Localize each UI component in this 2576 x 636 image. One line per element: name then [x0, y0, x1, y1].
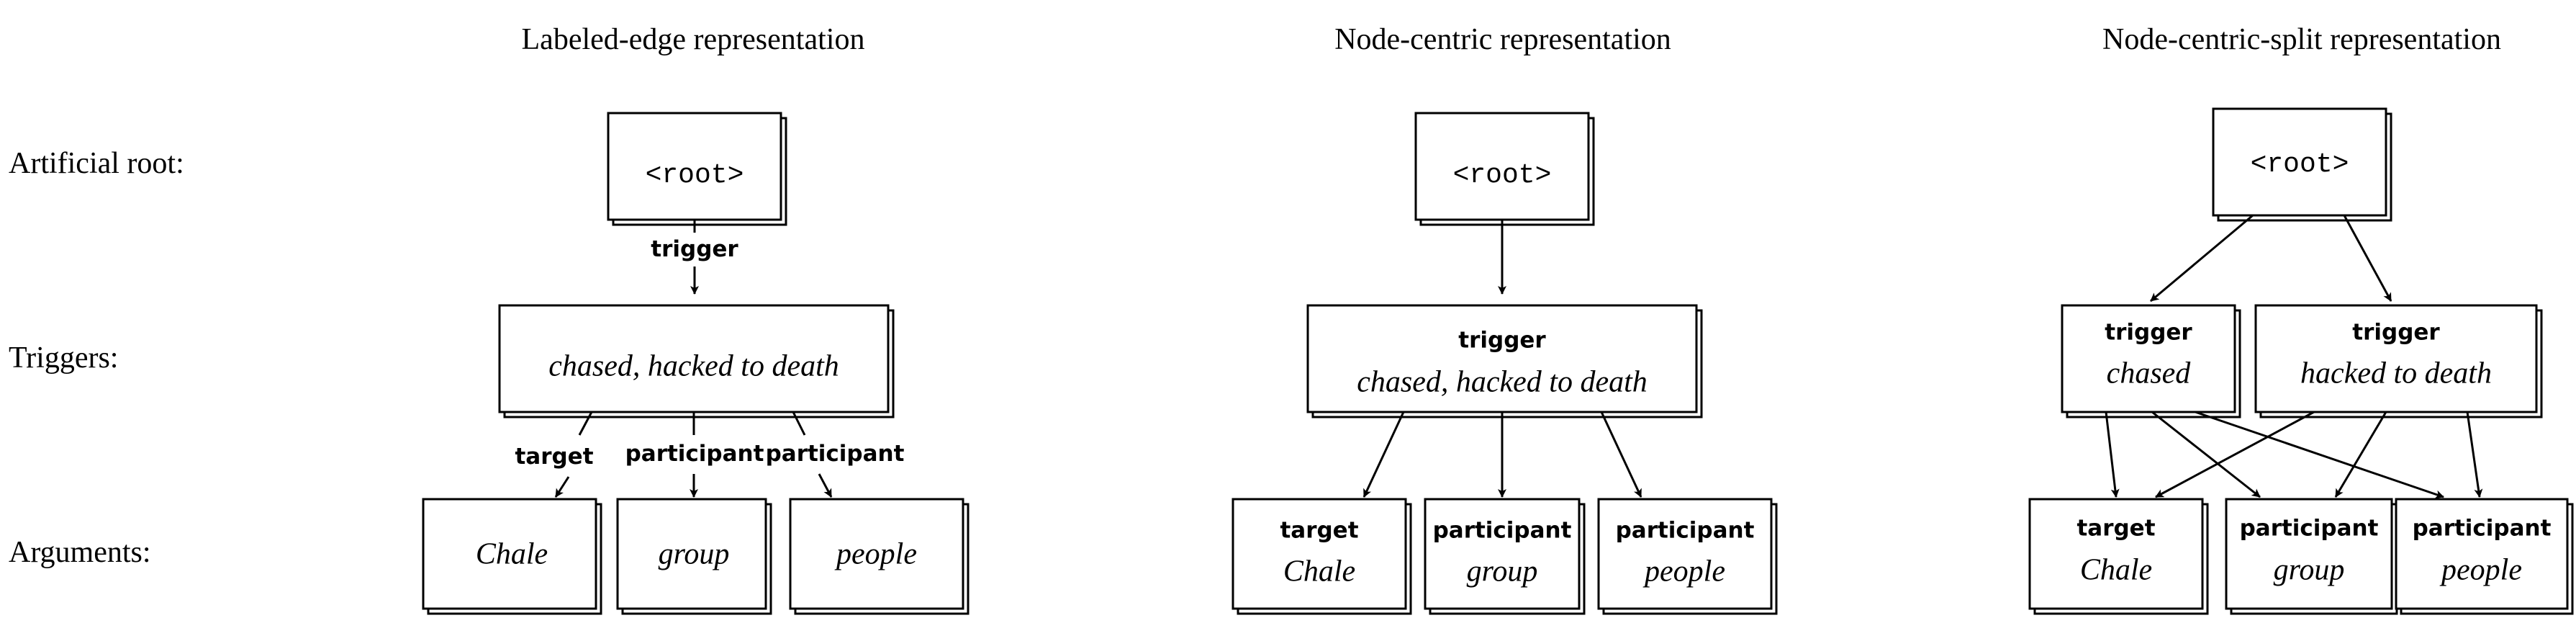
ncs-argument-node-people: participant people — [2395, 498, 2574, 615]
row-label-triggers: Triggers: — [9, 341, 118, 375]
le-root-text: <root> — [646, 160, 744, 191]
le-argument-node-people: people — [789, 498, 970, 615]
ncs-argument-label-participant-1: participant — [2240, 516, 2379, 542]
ncs-edge-root-trigger-hacked — [2343, 215, 2392, 302]
nc-argument-label-target: target — [1280, 518, 1358, 544]
ncs-edge-root-trigger-chased — [2150, 214, 2254, 303]
row-label-root: Artificial root: — [9, 147, 184, 180]
ncs-trigger-label-1: trigger — [2105, 320, 2192, 346]
le-argument-text-chale: Chale — [476, 538, 548, 571]
ncs-argument-label-participant-2: participant — [2413, 516, 2552, 542]
ncs-root-text: <root> — [2251, 149, 2349, 180]
le-edge-target-bottom — [554, 476, 570, 498]
le-argument-node-chale: Chale — [422, 498, 602, 615]
ncs-argument-text-people: people — [2439, 554, 2522, 587]
ncs-trigger-node-chased: trigger chased — [2061, 304, 2241, 418]
ncs-edge-chased-participant2 — [2195, 411, 2444, 499]
nc-edge-trigger-target — [1362, 411, 1405, 498]
ncs-argument-text-chale: Chale — [2080, 554, 2152, 587]
nc-argument-text-group: group — [1467, 555, 1538, 588]
le-trigger-node: chased, hacked to death — [498, 304, 895, 418]
nc-argument-label-participant-1: participant — [1433, 518, 1572, 544]
nc-argument-node-group: participant group — [1424, 498, 1586, 615]
ncs-argument-text-group: group — [2274, 554, 2345, 587]
row-label-arguments: Arguments: — [9, 536, 151, 569]
panel-labeled-edge: <root> trigger chased, hacked to death t… — [422, 112, 970, 615]
ncs-root-node: <root> — [2212, 107, 2392, 222]
title-labeled-edge: Labeled-edge representation — [522, 23, 865, 56]
le-edge-label-participant-2: participant — [766, 441, 905, 467]
le-edge-participant2-top — [792, 411, 806, 436]
le-edge-label-trigger: trigger — [651, 236, 738, 262]
ncs-edge-chased-target — [2105, 411, 2120, 498]
ncs-argument-node-chale: target Chale — [2028, 498, 2209, 615]
ncs-trigger-text-hacked: hacked to death — [2300, 357, 2492, 390]
nc-edge-trigger-participant2 — [1600, 411, 1642, 498]
ncs-trigger-text-chased: chased — [2107, 357, 2192, 390]
le-argument-text-group: group — [659, 538, 730, 571]
ncs-edge-hacked-participant2 — [2466, 411, 2483, 498]
le-edge-target-top — [578, 411, 593, 436]
title-node-centric-split: Node-centric-split representation — [2102, 23, 2501, 56]
nc-argument-node-people: participant people — [1597, 498, 1778, 615]
le-edge-participant2-bottom — [818, 473, 833, 498]
nc-argument-node-chale: target Chale — [1231, 498, 1412, 615]
nc-trigger-node: trigger chased, hacked to death — [1306, 304, 1703, 418]
ncs-trigger-node-hacked: trigger hacked to death — [2254, 304, 2543, 418]
nc-argument-text-chale: Chale — [1283, 555, 1355, 588]
ncs-edge-hacked-participant1 — [2334, 411, 2387, 498]
panel-node-centric: <root> trigger chased, hacked to death t… — [1231, 112, 1778, 615]
le-edge-label-target: target — [515, 444, 593, 470]
nc-argument-label-participant-2: participant — [1616, 518, 1755, 544]
ncs-argument-label-target: target — [2076, 516, 2155, 542]
le-argument-node-group: group — [616, 498, 772, 615]
title-node-centric: Node-centric representation — [1334, 23, 1671, 56]
ncs-edge-hacked-target — [2155, 411, 2315, 498]
nc-argument-text-people: people — [1642, 555, 1725, 588]
le-root-node: <root> — [607, 112, 787, 226]
panel-node-centric-split: <root> trigger chased trigger hacked to … — [2028, 107, 2574, 615]
ncs-edge-chased-participant1 — [2151, 411, 2261, 498]
le-trigger-text: chased, hacked to death — [548, 350, 839, 383]
nc-root-node: <root> — [1414, 112, 1595, 226]
nc-trigger-text: chased, hacked to death — [1357, 366, 1648, 399]
nc-root-text: <root> — [1453, 160, 1552, 191]
le-edge-label-participant-1: participant — [625, 441, 764, 467]
le-argument-text-people: people — [834, 538, 917, 571]
ncs-trigger-label-2: trigger — [2352, 320, 2440, 346]
nc-trigger-label: trigger — [1458, 328, 1546, 354]
ncs-argument-node-group: participant group — [2225, 498, 2398, 615]
